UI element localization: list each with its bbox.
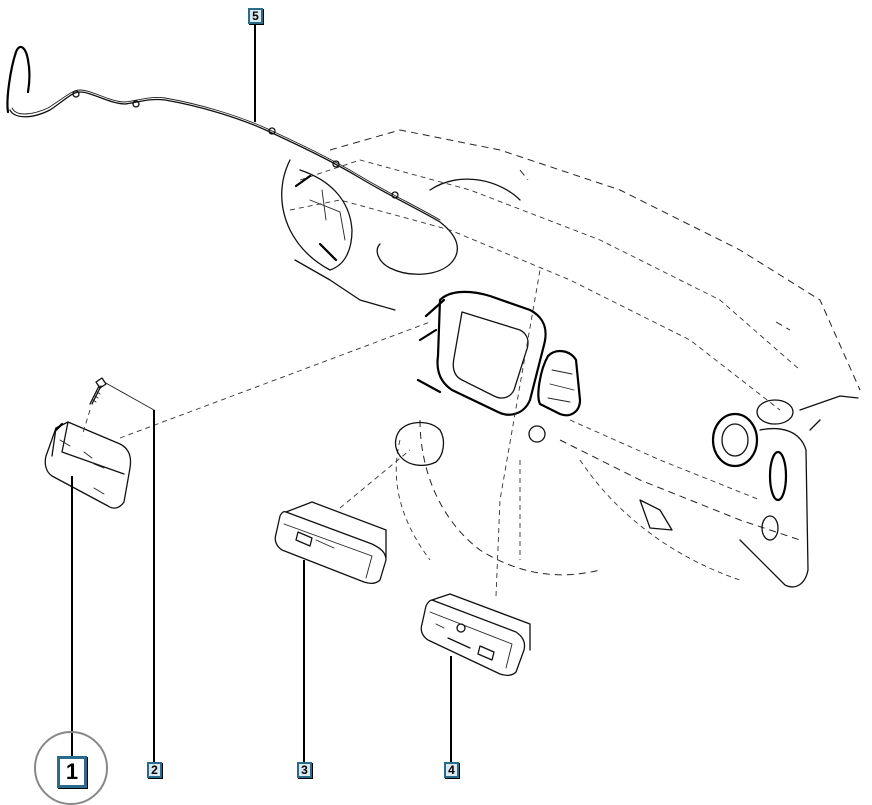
part-1-switch-module	[44, 421, 132, 509]
callout-2[interactable]: 2	[147, 762, 162, 778]
callout-1[interactable]: 1	[57, 756, 87, 788]
callout-5[interactable]: 5	[248, 8, 263, 24]
part-3-storage-bin	[274, 501, 387, 584]
part-2-screw	[81, 377, 155, 437]
part-4-usb-aux-socket	[420, 593, 531, 676]
wiring-harness	[6, 45, 458, 275]
callout-4[interactable]: 4	[444, 762, 459, 778]
dashboard	[119, 129, 861, 597]
callout-3[interactable]: 3	[297, 762, 312, 778]
